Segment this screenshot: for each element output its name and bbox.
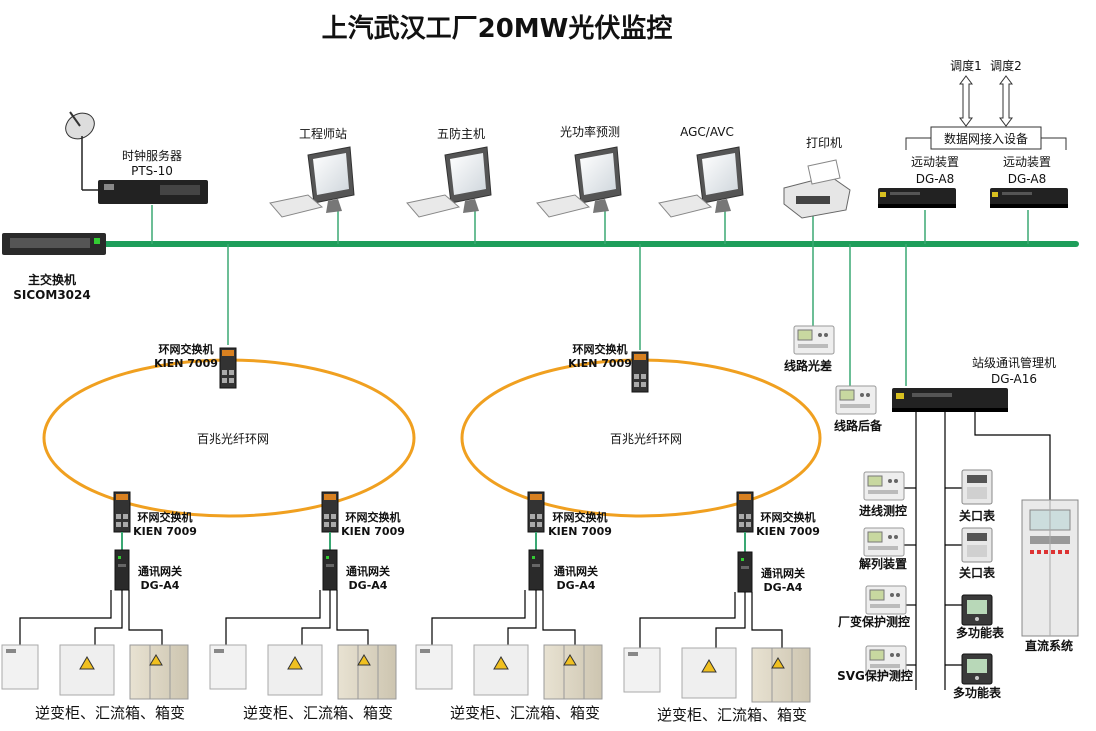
line-diff-label: 线路光差 xyxy=(784,358,832,373)
main-switch-device xyxy=(2,233,106,255)
data-network-label: 数据网接入设备 xyxy=(944,131,1028,146)
svg-text:KIEN 7009: KIEN 7009 xyxy=(133,525,197,538)
field-equipment-label: 逆变柜、汇流箱、箱变 xyxy=(657,706,807,724)
line-diff-relay-icon xyxy=(793,325,835,355)
gateway-meter-icon xyxy=(961,469,993,505)
line-backup-label: 线路后备 xyxy=(834,418,883,433)
ring-switch-label: 环网交换机 xyxy=(159,342,214,356)
svg-text:通讯网关: 通讯网关 xyxy=(761,566,805,580)
five-prevention-host-computer-icon xyxy=(406,146,492,218)
field-equipment-group xyxy=(1,644,189,700)
protection-label: 厂变保护测控 xyxy=(838,614,910,629)
relay-icon xyxy=(865,585,907,615)
dispatch-label: 调度2 xyxy=(990,58,1022,73)
ring-switch-model: KIEN 7009 xyxy=(154,357,218,370)
gateway-meter-icon xyxy=(961,527,993,563)
fiber-ring-label: 百兆光纤环网 xyxy=(610,432,682,446)
remote-unit-label: 远动装置 xyxy=(1003,155,1051,169)
field-equipment-label: 逆变柜、汇流箱、箱变 xyxy=(243,704,393,722)
relay-icon xyxy=(863,471,905,501)
protection-label: SVG保护测控 xyxy=(837,668,913,683)
svg-text:KIEN 7009: KIEN 7009 xyxy=(548,525,612,538)
svg-text:环网交换机: 环网交换机 xyxy=(346,510,401,524)
remote-unit-device xyxy=(990,188,1068,208)
multifunction-meter-icon xyxy=(961,653,993,685)
clock-server-label: 时钟服务器 xyxy=(122,148,182,163)
dc-system-cabinet xyxy=(1021,499,1079,637)
field-equipment-label: 逆变柜、汇流箱、箱变 xyxy=(35,704,185,722)
ring-switch-device xyxy=(219,347,237,389)
field-equipment-group xyxy=(623,647,811,703)
ring-switch-label: 环网交换机 xyxy=(573,342,628,356)
power-forecast-computer-icon xyxy=(536,146,622,218)
field-equipment-group xyxy=(415,644,603,700)
printer-icon xyxy=(783,159,851,219)
svg-text:KIEN 7009: KIEN 7009 xyxy=(756,525,820,538)
main-switch-label: 主交换机 xyxy=(28,272,76,287)
workstation-label: 光功率预测 xyxy=(560,124,620,139)
remote-unit-device xyxy=(878,188,956,208)
satellite-dish-icon xyxy=(65,111,98,191)
line-backup-relay-icon xyxy=(835,385,877,415)
meter-label: 关口表 xyxy=(959,508,996,523)
workstation-label: 工程师站 xyxy=(299,126,347,141)
station-comm-device xyxy=(892,388,1008,412)
page-title: 上汽武汉工厂20MW光伏监控 xyxy=(322,14,673,44)
svg-text:通讯网关: 通讯网关 xyxy=(346,564,390,578)
protection-label: 解列装置 xyxy=(859,556,907,571)
meter-label: 关口表 xyxy=(959,565,996,580)
svg-text:KIEN 7009: KIEN 7009 xyxy=(341,525,405,538)
remote-unit-model: DG-A8 xyxy=(916,172,954,186)
branch-3: 环网交换机 KIEN 7009 通讯网关 DG-A4 xyxy=(527,491,612,592)
meter-label: 多功能表 xyxy=(956,625,1005,640)
svg-text:环网交换机: 环网交换机 xyxy=(553,510,608,524)
station-comm-label: 站级通讯管理机 xyxy=(972,355,1056,370)
fiber-ring-label: 百兆光纤环网 xyxy=(197,432,269,446)
ring-switch-device xyxy=(631,351,649,393)
meter-label: 多功能表 xyxy=(953,685,1002,700)
svg-text:DG-A4: DG-A4 xyxy=(557,579,596,592)
field-equipment-group xyxy=(209,644,397,700)
svg-text:通讯网关: 通讯网关 xyxy=(138,564,182,578)
dispatch-arrows xyxy=(959,75,1013,127)
field-wires xyxy=(19,590,783,648)
clock-server-device xyxy=(98,180,208,204)
station-wires xyxy=(904,412,1051,690)
svg-text:环网交换机: 环网交换机 xyxy=(138,510,193,524)
svg-text:DG-A4: DG-A4 xyxy=(141,579,180,592)
remote-unit-label: 远动装置 xyxy=(911,155,959,169)
branch-1: 环网交换机 KIEN 7009 通讯网关 DG-A4 xyxy=(113,491,197,592)
main-switch-model: SICOM3024 xyxy=(13,288,90,302)
field-equipment-label: 逆变柜、汇流箱、箱变 xyxy=(450,704,600,722)
ring-switch-model: KIEN 7009 xyxy=(568,357,632,370)
multifunction-meter-icon xyxy=(961,594,993,626)
engineer-station-computer-icon xyxy=(269,146,355,218)
data-network-links xyxy=(905,137,1067,150)
clock-server-model: PTS-10 xyxy=(131,164,173,178)
printer-label: 打印机 xyxy=(806,136,842,150)
dc-system-label: 直流系统 xyxy=(1025,638,1073,653)
relay-icon xyxy=(863,527,905,557)
workstation-label: 五防主机 xyxy=(437,126,485,141)
remote-unit-model: DG-A8 xyxy=(1008,172,1046,186)
station-comm-model: DG-A16 xyxy=(991,372,1037,386)
branch-4: 环网交换机 KIEN 7009 通讯网关 DG-A4 xyxy=(736,491,820,594)
agc-avc-computer-icon xyxy=(658,146,744,218)
svg-text:DG-A4: DG-A4 xyxy=(349,579,388,592)
workstation-label: AGC/AVC xyxy=(680,125,734,139)
branch-2: 环网交换机 KIEN 7009 通讯网关 DG-A4 xyxy=(321,491,405,592)
bus-links xyxy=(151,205,1029,386)
svg-text:DG-A4: DG-A4 xyxy=(764,581,803,594)
protection-label: 进线测控 xyxy=(859,503,907,518)
dispatch-label: 调度1 xyxy=(950,58,982,73)
svg-text:环网交换机: 环网交换机 xyxy=(761,510,816,524)
svg-text:通讯网关: 通讯网关 xyxy=(554,564,598,578)
